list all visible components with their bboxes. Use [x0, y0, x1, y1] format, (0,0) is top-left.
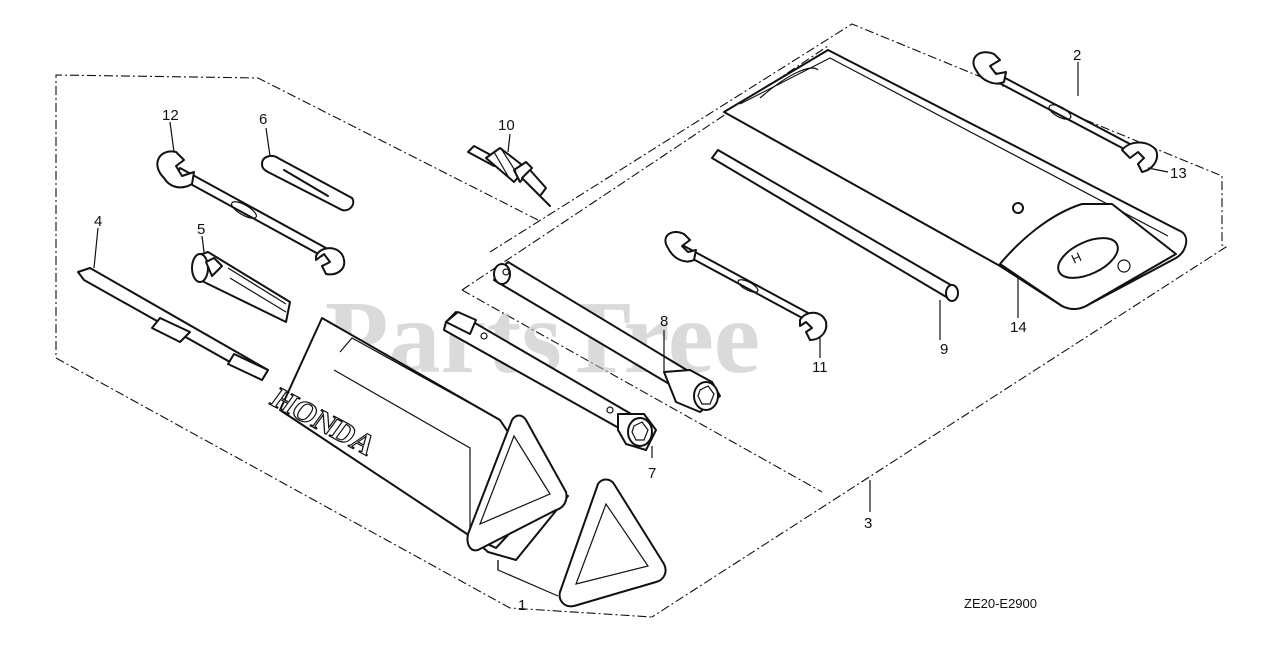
- box-spanner-large: [493, 261, 721, 413]
- callout-13: 13: [1170, 165, 1187, 182]
- callout-12: 12: [162, 107, 179, 124]
- group-boundary-inner: [461, 45, 829, 493]
- group-boundary-tool-roll: [489, 23, 1228, 618]
- screwdriver-shaft: [77, 267, 269, 381]
- callout-11: 11: [812, 359, 828, 376]
- tool-bag-end-cap: [558, 478, 667, 608]
- callout-2: 2: [1073, 47, 1081, 64]
- wrench-upper-left: [156, 150, 346, 276]
- callout-14: 14: [1010, 319, 1027, 336]
- callout-8: 8: [660, 313, 668, 330]
- box-spanner-small: [443, 311, 657, 451]
- callout-7: 7: [648, 465, 656, 482]
- extension-bar: [711, 149, 959, 302]
- callout-10: 10: [498, 117, 515, 134]
- callout-9: 9: [940, 341, 948, 358]
- wrench-upper-right: [972, 51, 1158, 173]
- tool-roll-bag: H: [723, 49, 1188, 310]
- callout-1: 1: [518, 597, 526, 614]
- handle-pin: [261, 155, 355, 212]
- callout-5: 5: [197, 221, 205, 238]
- group-boundary-left: [55, 74, 653, 618]
- spark-plug: [467, 145, 551, 207]
- callout-4: 4: [94, 213, 102, 230]
- wrench-on-roll: [664, 230, 828, 341]
- leader-lines: [93, 62, 1169, 512]
- callout-6: 6: [259, 111, 267, 128]
- screwdriver-handle: [191, 251, 291, 323]
- drawing-code: ZE20-E2900: [964, 596, 1037, 611]
- callout-3: 3: [864, 515, 872, 532]
